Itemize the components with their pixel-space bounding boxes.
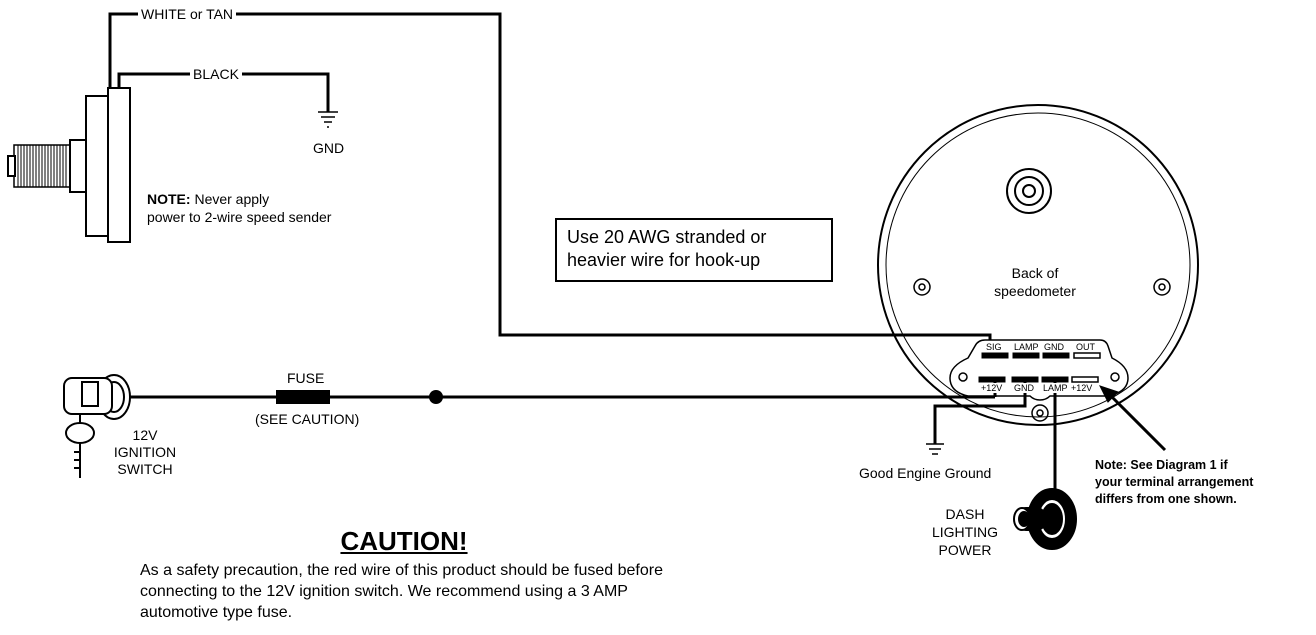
engine-ground-label: Good Engine Ground <box>859 465 992 481</box>
sender-note: NOTE: Never apply power to 2-wire speed … <box>147 190 331 226</box>
terminal-top-out: OUT <box>1076 342 1095 352</box>
terminal-top-gnd: GND <box>1044 342 1064 352</box>
hookup-note-box: Use 20 AWG stranded or heavier wire for … <box>555 218 833 282</box>
hookup-note-line2: heavier wire for hook-up <box>567 250 761 270</box>
terminal-bottom-12v-a: +12V <box>981 383 1003 393</box>
white-tan-wire <box>108 12 992 350</box>
fuse-label: FUSE <box>287 370 325 386</box>
speedometer-label-line2: speedometer <box>994 283 1076 299</box>
terminal-note-line2: your terminal arrangement <box>1095 475 1254 489</box>
note-arrow <box>1099 385 1167 452</box>
caution-title: CAUTION! <box>340 526 468 556</box>
engine-ground-symbol <box>926 443 944 455</box>
caution-box: CAUTION! As a safety precaution, the red… <box>128 518 680 631</box>
junction-dot <box>429 390 443 404</box>
speed-sender <box>7 87 131 243</box>
wire-label-black: BLACK <box>190 66 242 82</box>
fuse-symbol <box>276 390 330 404</box>
ignition-label-line2: IGNITION <box>113 444 177 460</box>
caution-text: As a safety precaution, the red wire of … <box>140 562 663 621</box>
ignition-label: 12V IGNITION SWITCH <box>100 427 190 478</box>
ground-label: GND <box>313 140 345 156</box>
ignition-label-line3: SWITCH <box>117 461 173 477</box>
dash-lighting-label: DASH LIGHTING POWER <box>920 505 1010 559</box>
terminal-note-line3: differs from one shown. <box>1095 492 1237 506</box>
terminal-tabs <box>978 352 1101 383</box>
dash-light-icon <box>1013 488 1077 550</box>
dash-lighting-line2: LIGHTING <box>931 524 999 540</box>
ignition-switch-icon <box>63 374 131 478</box>
terminal-bottom-12v-b: +12V <box>1071 383 1093 393</box>
sender-note-bold: NOTE: <box>147 191 191 207</box>
terminal-bottom-lamp: LAMP <box>1043 383 1068 393</box>
hookup-note-line1: Use 20 AWG stranded or <box>567 227 767 247</box>
speedometer-label-line1: Back of <box>1011 265 1059 281</box>
fuse-caution-ref: (SEE CAUTION) <box>255 411 360 427</box>
ground-symbol <box>318 111 338 128</box>
terminal-top-sig: SIG <box>986 342 1002 352</box>
speedometer-label: Back of speedometer <box>985 264 1085 300</box>
wire-label-white-tan: WHITE or TAN <box>138 6 237 22</box>
sender-note-line2: power to 2-wire speed sender <box>147 209 332 225</box>
terminal-bottom-gnd: GND <box>1014 383 1034 393</box>
dash-lighting-line3: POWER <box>938 542 992 558</box>
ignition-label-line1: 12V <box>132 427 158 443</box>
engine-ground-wire <box>933 380 1027 444</box>
terminal-note-line1: Note: See Diagram 1 if <box>1095 458 1228 472</box>
terminal-top-lamp: LAMP <box>1014 342 1039 352</box>
dash-lighting-line1: DASH <box>945 506 985 522</box>
sender-note-line1: Never apply <box>190 191 270 207</box>
terminal-note: Note: See Diagram 1 if your terminal arr… <box>1095 457 1253 508</box>
